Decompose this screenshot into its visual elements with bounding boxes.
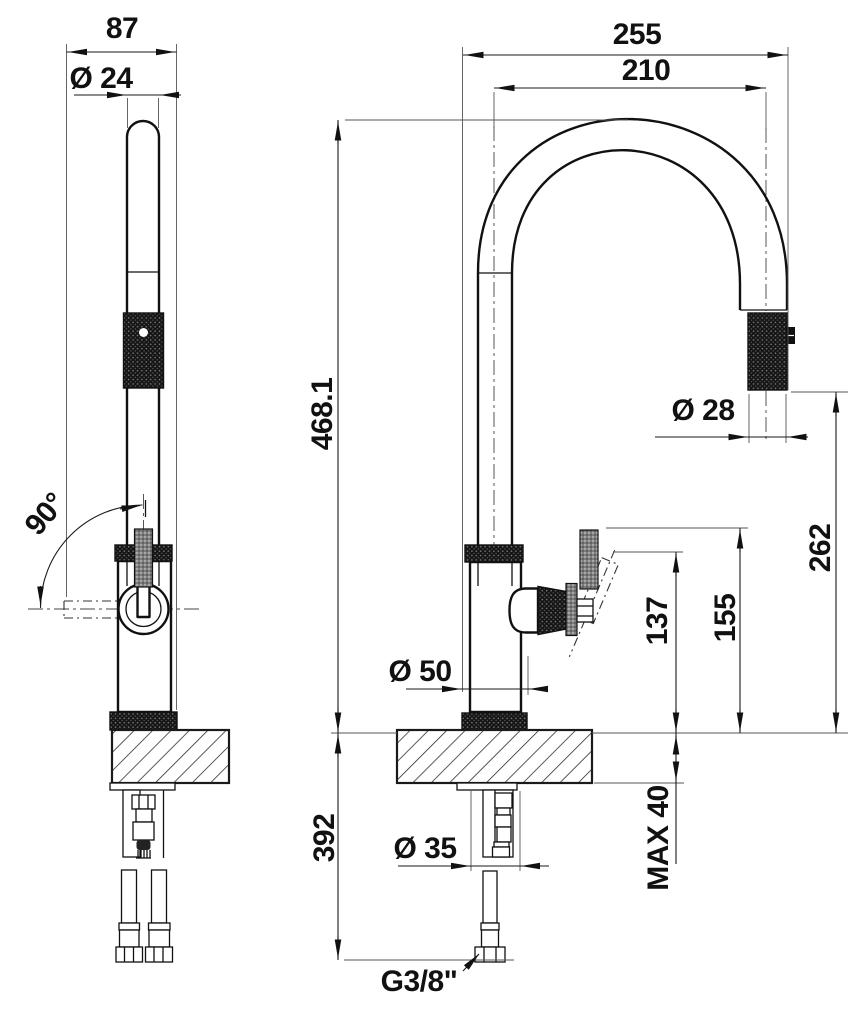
- dim-below-counter-392: 392: [308, 733, 514, 961]
- dim-hole-diameter-35: Ø 35: [393, 791, 549, 871]
- dim-text-overall-width: 255: [613, 18, 662, 51]
- handle-hub-cone: [537, 585, 567, 636]
- handle-hub-dome: [508, 587, 540, 634]
- supply-hoses-side: [115, 869, 174, 963]
- faucet-body-front: [468, 560, 523, 714]
- dim-overall-height-468: 468.1: [306, 119, 628, 734]
- mounting-flange-side: [109, 782, 176, 791]
- lever-handle-front: [508, 529, 620, 658]
- dim-text-handle-height: 155: [709, 594, 742, 643]
- label-thread: G3/8": [381, 953, 480, 998]
- mounting-hardware-side: [109, 782, 176, 859]
- side-view: 87 Ø 24 90°: [19, 12, 231, 963]
- base-knurled-ring-front: [461, 712, 528, 731]
- base-knurled-ring-side: [109, 711, 178, 731]
- dim-text-overall-height: 468.1: [306, 378, 339, 451]
- dim-base-diameter-50: Ø 50: [388, 655, 548, 695]
- handle-hub-disc: [565, 582, 578, 637]
- dim-text-below-counter: 392: [308, 814, 341, 863]
- countertop-side: [110, 728, 231, 785]
- dim-text-spout-reach: 210: [622, 54, 671, 87]
- dim-spout-diameter-24: Ø 24: [69, 62, 181, 128]
- mounting-hardware-front: [456, 782, 518, 858]
- mounting-flange-front: [456, 782, 518, 791]
- top-knurled-ring-front: [464, 544, 524, 563]
- dim-spout-reach-210: 210: [494, 54, 766, 92]
- dim-text-hole-diameter: Ø 35: [393, 832, 456, 865]
- spray-head: [747, 312, 788, 391]
- dim-text-counter-thickness: MAX 40: [642, 785, 675, 890]
- spray-clip-button: [139, 328, 148, 337]
- dim-text-depth: 87: [106, 12, 138, 45]
- spout-tube: [125, 119, 161, 545]
- dim-text-clearance: 262: [804, 524, 837, 573]
- front-view: 255 210 468.1 392: [306, 18, 848, 998]
- spray-grip-side: [122, 312, 165, 389]
- countertop-front: [395, 728, 594, 785]
- dim-text-handle-tilted-height: 137: [641, 597, 674, 646]
- handle-stem-slot: [136, 584, 151, 619]
- gooseneck-outer: [476, 117, 789, 310]
- handle-link: [576, 598, 594, 623]
- phantom-handle-horizontal: [63, 600, 126, 619]
- gooseneck-inner: [510, 149, 742, 310]
- dim-handle-height-155: 155: [606, 527, 748, 733]
- dim-text-spray-diameter: Ø 28: [671, 394, 734, 427]
- dim-text-spout-diameter: Ø 24: [69, 62, 133, 95]
- handle-lever-front: [579, 529, 599, 590]
- dim-counter-thickness-max40: MAX 40: [642, 733, 680, 891]
- handle-lever-side: [133, 528, 154, 588]
- supply-hose-front: [474, 870, 506, 963]
- dim-text-thread: G3/8": [381, 965, 458, 998]
- dim-clearance-262: 262: [791, 391, 848, 733]
- dim-handle-tilted-height-137: 137: [613, 551, 683, 733]
- dim-depth-87: 87: [66, 12, 177, 710]
- dim-text-base-diameter: Ø 50: [388, 655, 451, 688]
- dim-overall-width-255: 255: [462, 18, 789, 692]
- dim-spray-diameter-28: Ø 28: [655, 394, 808, 443]
